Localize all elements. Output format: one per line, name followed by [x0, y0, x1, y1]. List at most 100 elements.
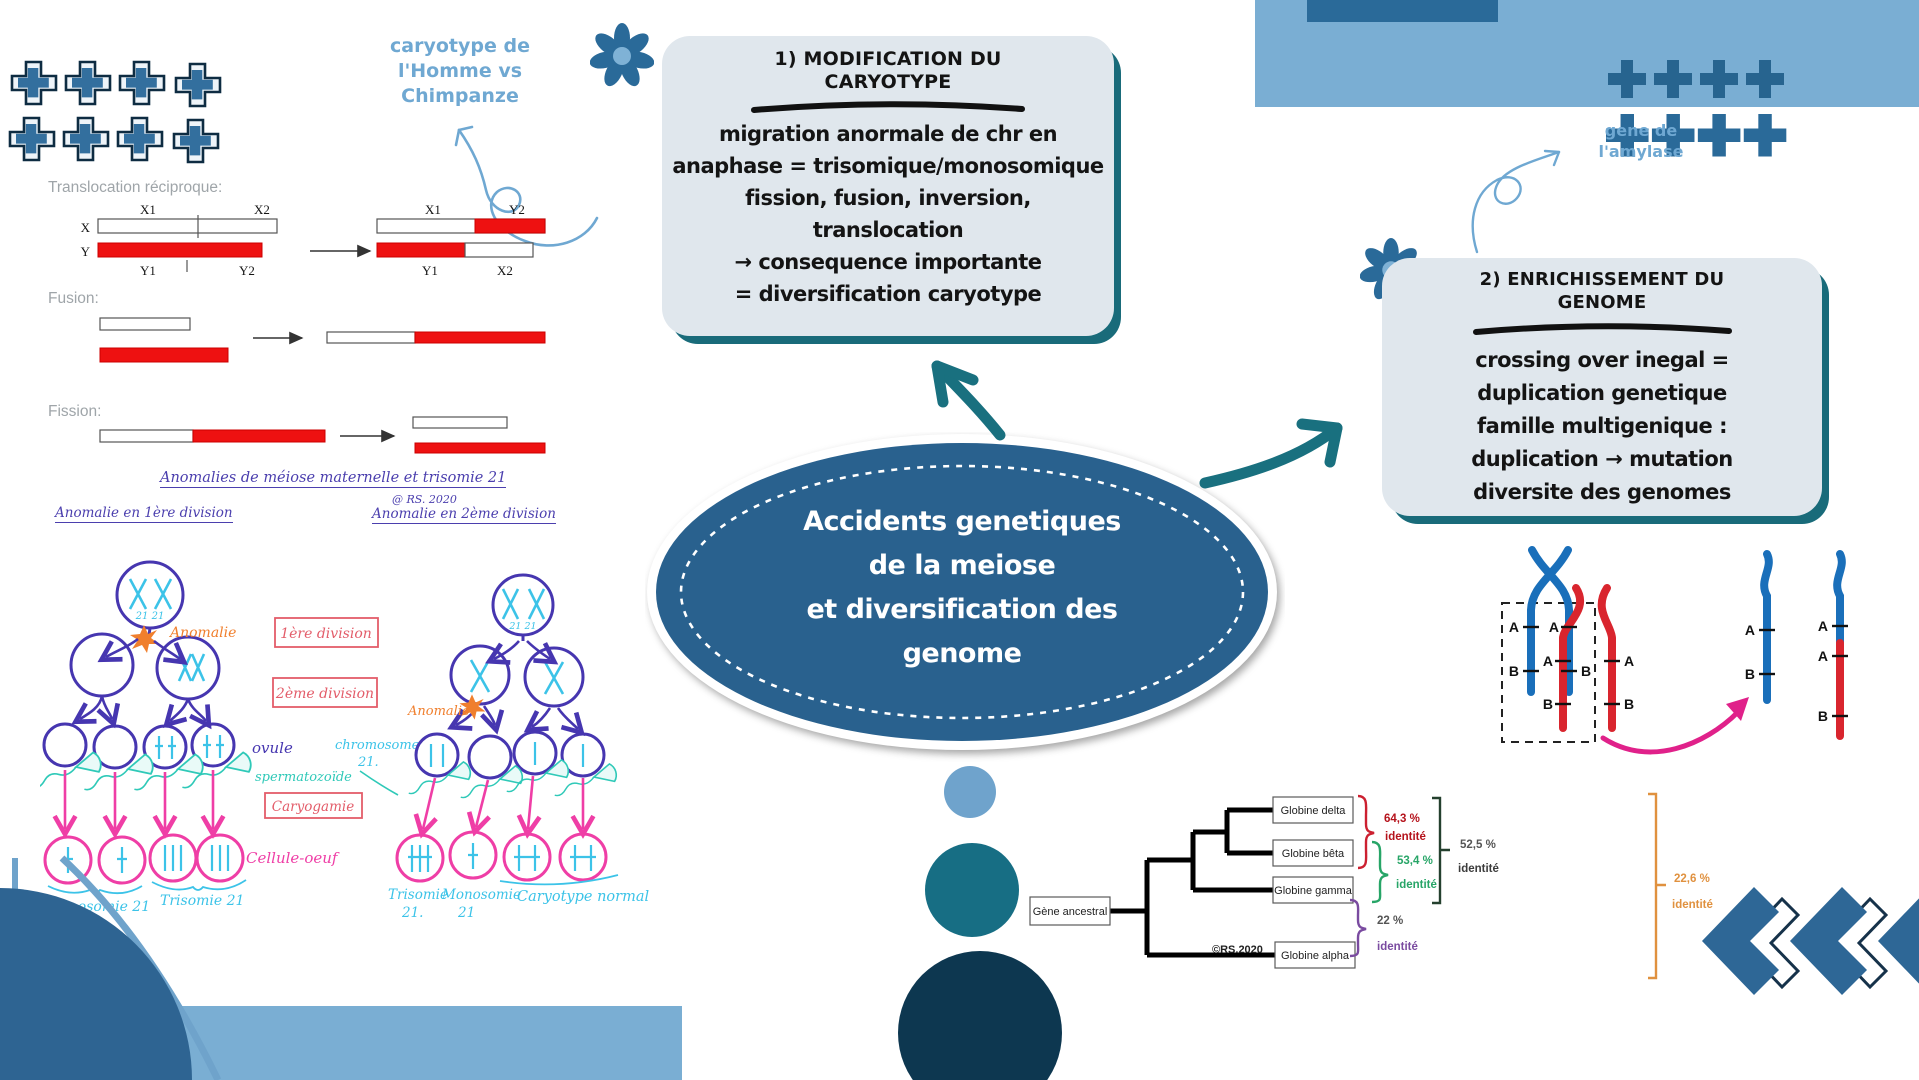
decor-circle-medium: [925, 843, 1019, 937]
handwritten-title: Anomalies de méiose maternelle et trisom…: [160, 470, 507, 488]
allele-label: A: [1543, 653, 1553, 669]
box1-line: anaphase = trisomique/monosomique: [672, 154, 1104, 178]
box2-line: duplication → mutation: [1471, 447, 1733, 471]
identity-value: 53,4 %: [1397, 855, 1433, 867]
chromosome21-label: chromosome: [335, 738, 420, 753]
central-bubble: [647, 434, 1277, 750]
identity-value: 52,5 %: [1460, 839, 1496, 851]
caryotype-note-line: l'Homme vs: [397, 60, 523, 83]
caryotype-note-line: caryotype de: [390, 35, 530, 57]
globin-family-tree: Gène ancestral Globine delta Globine bêt…: [1029, 792, 1713, 980]
caryotype-squiggle-arrow-icon: [454, 125, 599, 247]
corner-decoration: [0, 855, 682, 1080]
box2-title-line: GENOME: [1557, 292, 1647, 313]
chr-label: X1: [425, 202, 441, 217]
identity-value: 22 %: [1377, 915, 1403, 927]
allele-label: A: [1549, 619, 1559, 635]
identity-label: identité: [1377, 941, 1418, 953]
chevron-arrows-icon: [1700, 885, 1919, 997]
chromosome-operations-diagram: Translocation réciproque: X1 X2 X Y Y1 Y…: [48, 179, 546, 454]
handwritten-right-heading-text: Anomalie en 2ème division: [372, 506, 556, 524]
bubble-line: Accidents genetiques: [803, 506, 1121, 537]
box2-title-line: 2) ENRICHISSEMENT DU: [1479, 269, 1725, 290]
box1-title-line: 1) MODIFICATION DU: [774, 48, 1002, 70]
chromosome21-label: 21.: [357, 755, 379, 770]
trisomie21-label: 21.: [401, 905, 423, 921]
allele-label: A: [1818, 618, 1828, 634]
allele-label: A: [1624, 653, 1634, 669]
amylase-note: gene de l'amylase: [1585, 120, 1697, 162]
flower-icon: [590, 23, 654, 87]
decor-circle-large: [898, 951, 1062, 1080]
bubble-line: et diversification des: [806, 594, 1118, 625]
handwritten-left-heading-text: Anomalie en 1ère division: [55, 505, 233, 523]
tree-leaf-label: Globine gamma: [1274, 885, 1353, 897]
allele-label: A: [1818, 648, 1828, 664]
chr-label: Y1: [422, 263, 438, 278]
chr-label: X2: [254, 202, 270, 217]
allele-label: A: [1745, 622, 1755, 638]
handwritten-right-heading: Anomalie en 2ème division: [372, 506, 556, 524]
box-enrichissement-genome: 2) ENRICHISSEMENT DU GENOME crossing ove…: [1382, 258, 1822, 516]
division1-label: 1ère division: [280, 626, 372, 642]
box2-line: diversite des genomes: [1473, 480, 1731, 504]
allele-label: B: [1509, 663, 1519, 679]
top-right-banner-dark-tab: [1307, 0, 1498, 22]
tree-credit: ©RS.2020: [1212, 944, 1263, 956]
identity-label: identité: [1458, 863, 1499, 875]
amylase-note-line: l'amylase: [1598, 142, 1684, 162]
allele-label: B: [1818, 708, 1828, 724]
cellule-oeuf-label: Cellule-oeuf: [246, 849, 340, 867]
allele-label: B: [1543, 696, 1553, 712]
meiosis-anomaly-diagram: 21 21 Anomalie 1ère division 2ème divisi…: [40, 560, 649, 921]
num21-label: 21 21: [135, 611, 165, 622]
chr-label: X: [81, 220, 91, 235]
handwritten-credit: @ RS. 2020: [392, 493, 457, 506]
crossing-over-diagram: A A B A B B A B A B A A B: [1501, 546, 1848, 755]
caryotype-note: caryotype de l'Homme vs Chimpanze: [383, 34, 537, 109]
identity-value: 22,6 %: [1674, 873, 1710, 885]
chr-label: Y: [81, 244, 91, 259]
decor-circle-small: [944, 766, 996, 818]
ovule-label: ovule: [252, 739, 293, 757]
bubble-line: genome: [902, 638, 1022, 669]
box1-line: = diversification caryotype: [734, 282, 1042, 306]
box1-title: 1) MODIFICATION DU CARYOTYPE: [662, 48, 1114, 94]
allele-label: B: [1745, 666, 1755, 682]
tree-root-label: Gène ancestral: [1033, 906, 1108, 918]
allele-label: B: [1581, 663, 1591, 679]
caryotype-note-line: Chimpanze: [401, 85, 519, 108]
tree-leaf-label: Globine alpha: [1281, 950, 1350, 962]
box1-title-line: CARYOTYPE: [824, 71, 952, 93]
title-underline-swoosh: [1473, 323, 1732, 335]
handwritten-title-text: Anomalies de méiose maternelle et trisom…: [160, 470, 507, 488]
box2-line: crossing over inegal =: [1475, 348, 1729, 372]
box2-line: duplication genetique: [1477, 381, 1727, 405]
anomalie-label: Anomalie: [407, 704, 470, 719]
caryogamie-label: Caryogamie: [272, 799, 354, 815]
spermatozoide-label: spermatozoïde: [255, 770, 352, 785]
monosomie21-label: Monosomie: [441, 887, 521, 903]
chr-label: Y2: [509, 202, 525, 217]
handwritten-left-heading: Anomalie en 1ère division: [55, 505, 233, 523]
anomalie-label: Anomalie: [168, 625, 236, 641]
title-underline-swoosh: [751, 101, 1025, 113]
chr-label: X2: [497, 263, 513, 278]
bubble-line: de la meiose: [868, 550, 1056, 581]
chr-label: X1: [140, 202, 156, 217]
caryotype-normal-label: Caryotype normal: [517, 889, 649, 905]
central-bubble-title: Accidents genetiques de la meiose et div…: [712, 500, 1212, 676]
chr-label: Y2: [239, 263, 255, 278]
fusion-label: Fusion:: [48, 290, 99, 307]
fission-label: Fission:: [48, 403, 101, 420]
monosomie21-label: 21: [457, 905, 475, 921]
box2-title: 2) ENRICHISSEMENT DU GENOME: [1382, 268, 1822, 314]
translocation-label: Translocation réciproque:: [48, 179, 222, 196]
identity-value: 64,3 %: [1384, 813, 1420, 825]
amylase-note-line: gene de: [1604, 121, 1678, 140]
identity-label: identité: [1396, 879, 1437, 891]
box1-line: fission, fusion, inversion,: [745, 186, 1031, 210]
allele-label: A: [1509, 619, 1519, 635]
num21-label: 21 21: [508, 621, 536, 632]
